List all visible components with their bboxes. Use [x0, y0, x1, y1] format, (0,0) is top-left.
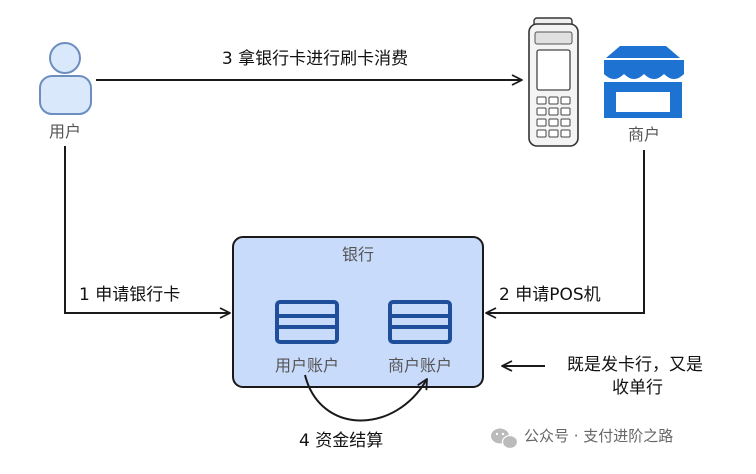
annotation-line2: 收单行: [612, 378, 663, 398]
merchant-account-card-icon: [388, 300, 452, 344]
watermark-text: 公众号 · 支付进阶之路: [524, 427, 673, 445]
wechat-icon: [491, 428, 519, 450]
user-person-icon: [39, 42, 92, 115]
edge-settlement-curve: [304, 374, 428, 422]
step2-label: 2 申请POS机: [499, 285, 601, 305]
store-icon: [604, 46, 684, 118]
user-account-label: 用户账户: [275, 356, 339, 375]
annotation-line1: 既是发卡行，又是: [567, 355, 703, 375]
user-label: 用户: [49, 122, 81, 141]
edge-user-to-bank: [64, 146, 231, 319]
step4-label: 4 资金结算: [299, 431, 383, 451]
merchant-label: 商户: [628, 125, 660, 144]
step3-label: 3 拿银行卡进行刷卡消费: [222, 48, 408, 69]
merchant-account-label: 商户账户: [388, 356, 452, 375]
bank-title: 银行: [342, 245, 374, 264]
step1-label: 1 申请银行卡: [79, 285, 180, 305]
bank-box: [232, 236, 484, 388]
edge-merchant-to-bank: [485, 150, 645, 319]
user-account-card-icon: [275, 300, 339, 344]
pos-terminal-icon: [528, 17, 579, 147]
